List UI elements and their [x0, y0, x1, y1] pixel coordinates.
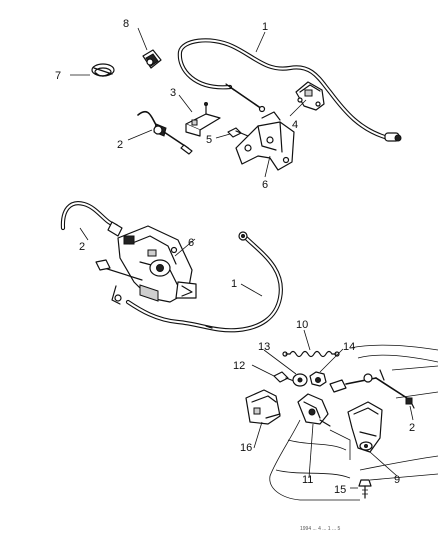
callout-2-right: 2 — [409, 422, 415, 434]
part-8-grommet — [142, 49, 162, 69]
part-16-bracket — [245, 389, 281, 425]
part-2-cable-right — [329, 369, 415, 409]
part-12-bolt — [273, 371, 295, 383]
callout-11: 11 — [302, 474, 313, 486]
callout-2-mid: 2 — [79, 241, 85, 253]
callout-6-mid: 6 — [188, 237, 194, 249]
part-2-cable-top — [137, 110, 193, 155]
callout-7: 7 — [55, 70, 61, 82]
part-7-clip — [91, 63, 115, 77]
part-3-bracket — [185, 102, 221, 137]
part-1-cable-mid — [125, 231, 283, 333]
part-6-bracket-top — [235, 111, 295, 171]
part-14-nut — [309, 371, 327, 387]
part-5-bolt — [227, 127, 249, 138]
equalizer-rod — [95, 259, 143, 305]
callout-9: 9 — [394, 474, 400, 486]
callout-8: 8 — [123, 18, 129, 30]
callout-labels: 1 2 3 4 5 6 7 8 2 6 1 10 13 14 12 2 16 1… — [55, 18, 415, 496]
callout-6-top: 6 — [262, 179, 268, 191]
callout-12: 12 — [233, 360, 245, 372]
part-6-lever-assembly — [117, 225, 197, 303]
callout-5: 5 — [206, 134, 212, 146]
callout-16: 16 — [240, 442, 252, 454]
footer-code: 1994 ... 4 ... 1 ... 5 — [300, 526, 341, 532]
part-2-cable-mid — [60, 201, 123, 237]
callout-3: 3 — [170, 87, 176, 99]
vehicle-floor-outline — [269, 344, 438, 501]
callout-13: 13 — [258, 341, 270, 353]
part-10-spring — [282, 350, 340, 358]
part-13-washer — [292, 373, 308, 387]
part-1-cable-top — [177, 38, 402, 142]
part-11-lever — [297, 393, 331, 427]
part-15-bolt — [358, 479, 372, 499]
callout-15: 15 — [334, 484, 346, 496]
callout-2-top: 2 — [117, 139, 123, 151]
callout-14: 14 — [343, 341, 355, 353]
part-9-bracket — [347, 401, 383, 453]
callout-4: 4 — [292, 119, 298, 131]
callout-10: 10 — [296, 319, 308, 331]
callout-1-top: 1 — [262, 21, 268, 33]
leader-lines — [70, 27, 414, 489]
callout-1-mid: 1 — [231, 278, 237, 290]
